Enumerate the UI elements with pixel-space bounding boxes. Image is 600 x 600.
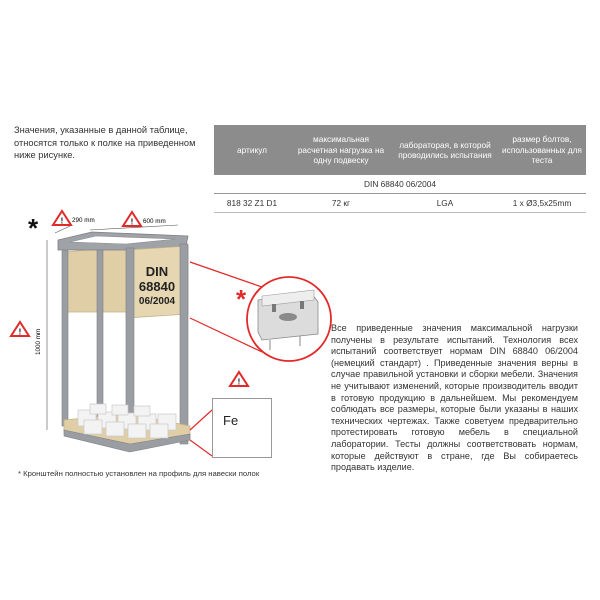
- table-header-cell: размер болтов, использованных для теста: [498, 125, 586, 175]
- table-header-cell: максимальная расчетная нагрузка на одну …: [290, 125, 392, 175]
- dimension-width-label: 600 mm: [143, 218, 166, 225]
- asterisk-icon: *: [28, 213, 39, 243]
- table-header-row: артикул максимальная расчетная нагрузка …: [214, 125, 586, 175]
- intro-text: Значения, указанные в данной таблице, от…: [14, 125, 196, 160]
- table-standard-cell: DIN 68840 06/2004: [214, 175, 586, 194]
- warning-triangle-icon: !: [9, 320, 31, 337]
- svg-text:!: !: [61, 217, 64, 226]
- bracket-detail: [257, 289, 319, 350]
- footnote: * Кронштейн полностью установлен на проф…: [18, 469, 260, 478]
- table-header-cell: артикул: [214, 125, 290, 175]
- material-label: Fe: [223, 413, 239, 428]
- material-box: Fe: [212, 398, 272, 458]
- warning-triangle-icon: !: [121, 210, 143, 227]
- warning-triangle-icon: !: [228, 370, 250, 387]
- red-asterisk-icon: *: [236, 284, 247, 314]
- table-cell-load: 72 кг: [290, 193, 392, 213]
- table-header-cell: лабораторая, в которой проводились испыт…: [392, 125, 498, 175]
- svg-text:!: !: [238, 378, 241, 387]
- din-label: 06/2004: [139, 296, 176, 307]
- warning-triangle-icon: !: [51, 209, 73, 226]
- table-cell-lab: LGA: [392, 193, 498, 213]
- body-text: Все приведенные значения максимальной на…: [331, 323, 578, 473]
- load-weights: [77, 403, 177, 439]
- table-standard-row: DIN 68840 06/2004: [214, 175, 586, 194]
- din-label: DIN: [146, 264, 168, 279]
- dimension-depth-label: 290 mm: [72, 217, 95, 224]
- din-label: 68840: [139, 279, 175, 294]
- table-cell-article: 818 32 Z1 D1: [214, 193, 290, 213]
- table-cell-bolts: 1 x Ø3,5x25mm: [498, 193, 586, 213]
- svg-text:!: !: [131, 218, 134, 227]
- table-row: 818 32 Z1 D1 72 кг LGA 1 x Ø3,5x25mm: [214, 193, 586, 213]
- svg-text:!: !: [19, 328, 22, 337]
- dimension-height-label: 1000 mm: [35, 329, 42, 355]
- spec-table: артикул максимальная расчетная нагрузка …: [214, 125, 586, 213]
